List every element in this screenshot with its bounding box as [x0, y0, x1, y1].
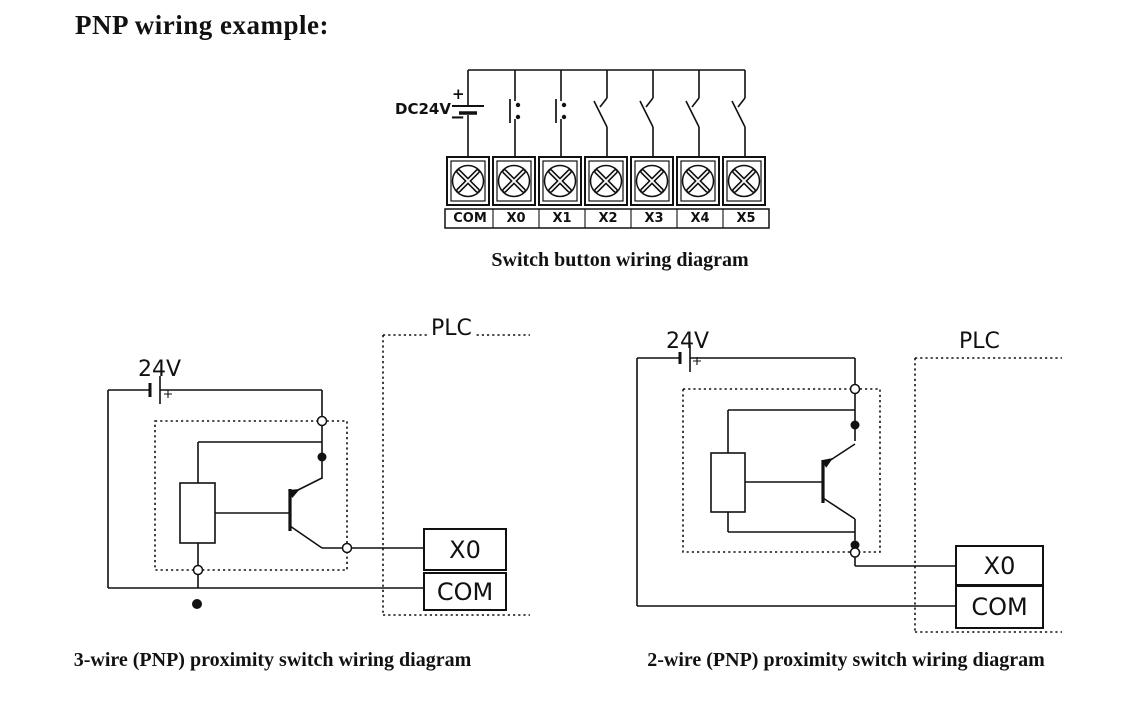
terminal-circles — [192, 415, 353, 576]
terminal-label-x2: X2 — [598, 211, 618, 226]
right-plc-label: PLC — [956, 329, 1003, 354]
three-wire-pnp-lines — [107, 334, 530, 616]
sensor-inner-wires — [197, 441, 423, 588]
outer-loop-wires — [107, 389, 423, 589]
sensor-dashed-box — [154, 420, 348, 571]
terminal-circles — [849, 383, 861, 558]
sensor-resistor — [179, 482, 216, 544]
switch-diagram-caption: Switch button wiring diagram — [491, 249, 749, 271]
junction-dots — [192, 452, 327, 609]
page-title: PNP wiring example: — [75, 10, 329, 40]
right-x0-input-box: X0 — [955, 545, 1044, 586]
left-x0-input-box: X0 — [423, 528, 507, 571]
pnp-emitter-arrow — [821, 458, 833, 468]
left-x0-label: X0 — [449, 535, 481, 564]
right-com-label: COM — [971, 593, 1028, 621]
left-com-label: COM — [436, 577, 494, 606]
sensor-dashed-box — [682, 388, 881, 553]
terminal-label-x4: X4 — [690, 211, 710, 226]
terminal-label-x5: X5 — [736, 211, 756, 226]
battery-plus-tick — [164, 390, 172, 398]
pushbutton-contacts — [515, 102, 567, 120]
right-com-box: COM — [955, 585, 1044, 629]
three-wire-caption: 3-wire (PNP) proximity switch wiring dia… — [73, 649, 472, 671]
battery-plus-sign: + — [452, 85, 465, 103]
left-plc-label: PLC — [428, 316, 475, 341]
right-x0-label: X0 — [983, 551, 1016, 580]
terminal-label-dividers — [492, 209, 724, 228]
two-wire-pnp-lines — [636, 345, 1062, 633]
two-wire-caption: 2-wire (PNP) proximity switch wiring dia… — [647, 649, 1045, 671]
dc24v-label: DC24V — [395, 100, 451, 118]
switch-blades — [593, 97, 746, 128]
terminal-label-x3: X3 — [644, 211, 664, 226]
left-com-box: COM — [423, 572, 507, 611]
power-bus-wire — [467, 69, 746, 157]
terminal-block — [447, 157, 765, 205]
pnp-emitter-arrow — [288, 489, 300, 499]
battery-plus-tick — [693, 357, 701, 365]
battery-minus-sign: − — [450, 107, 466, 128]
pushbutton-actuators — [509, 99, 557, 123]
terminal-label-strip — [444, 208, 770, 229]
left-24v-label: 24V — [138, 357, 182, 382]
right-24v-label: 24V — [666, 329, 710, 354]
terminal-label-x0: X0 — [506, 211, 526, 226]
junction-dots — [850, 420, 860, 550]
sensor-resistor — [710, 452, 746, 513]
outer-loop-wires — [636, 357, 955, 607]
terminal-label-x1: X1 — [552, 211, 572, 226]
plc-dashed-box — [914, 357, 1062, 633]
terminal-label-com: COM — [453, 211, 487, 226]
sensor-inner-wires — [727, 409, 856, 541]
switch-wiring-lines — [444, 69, 770, 229]
